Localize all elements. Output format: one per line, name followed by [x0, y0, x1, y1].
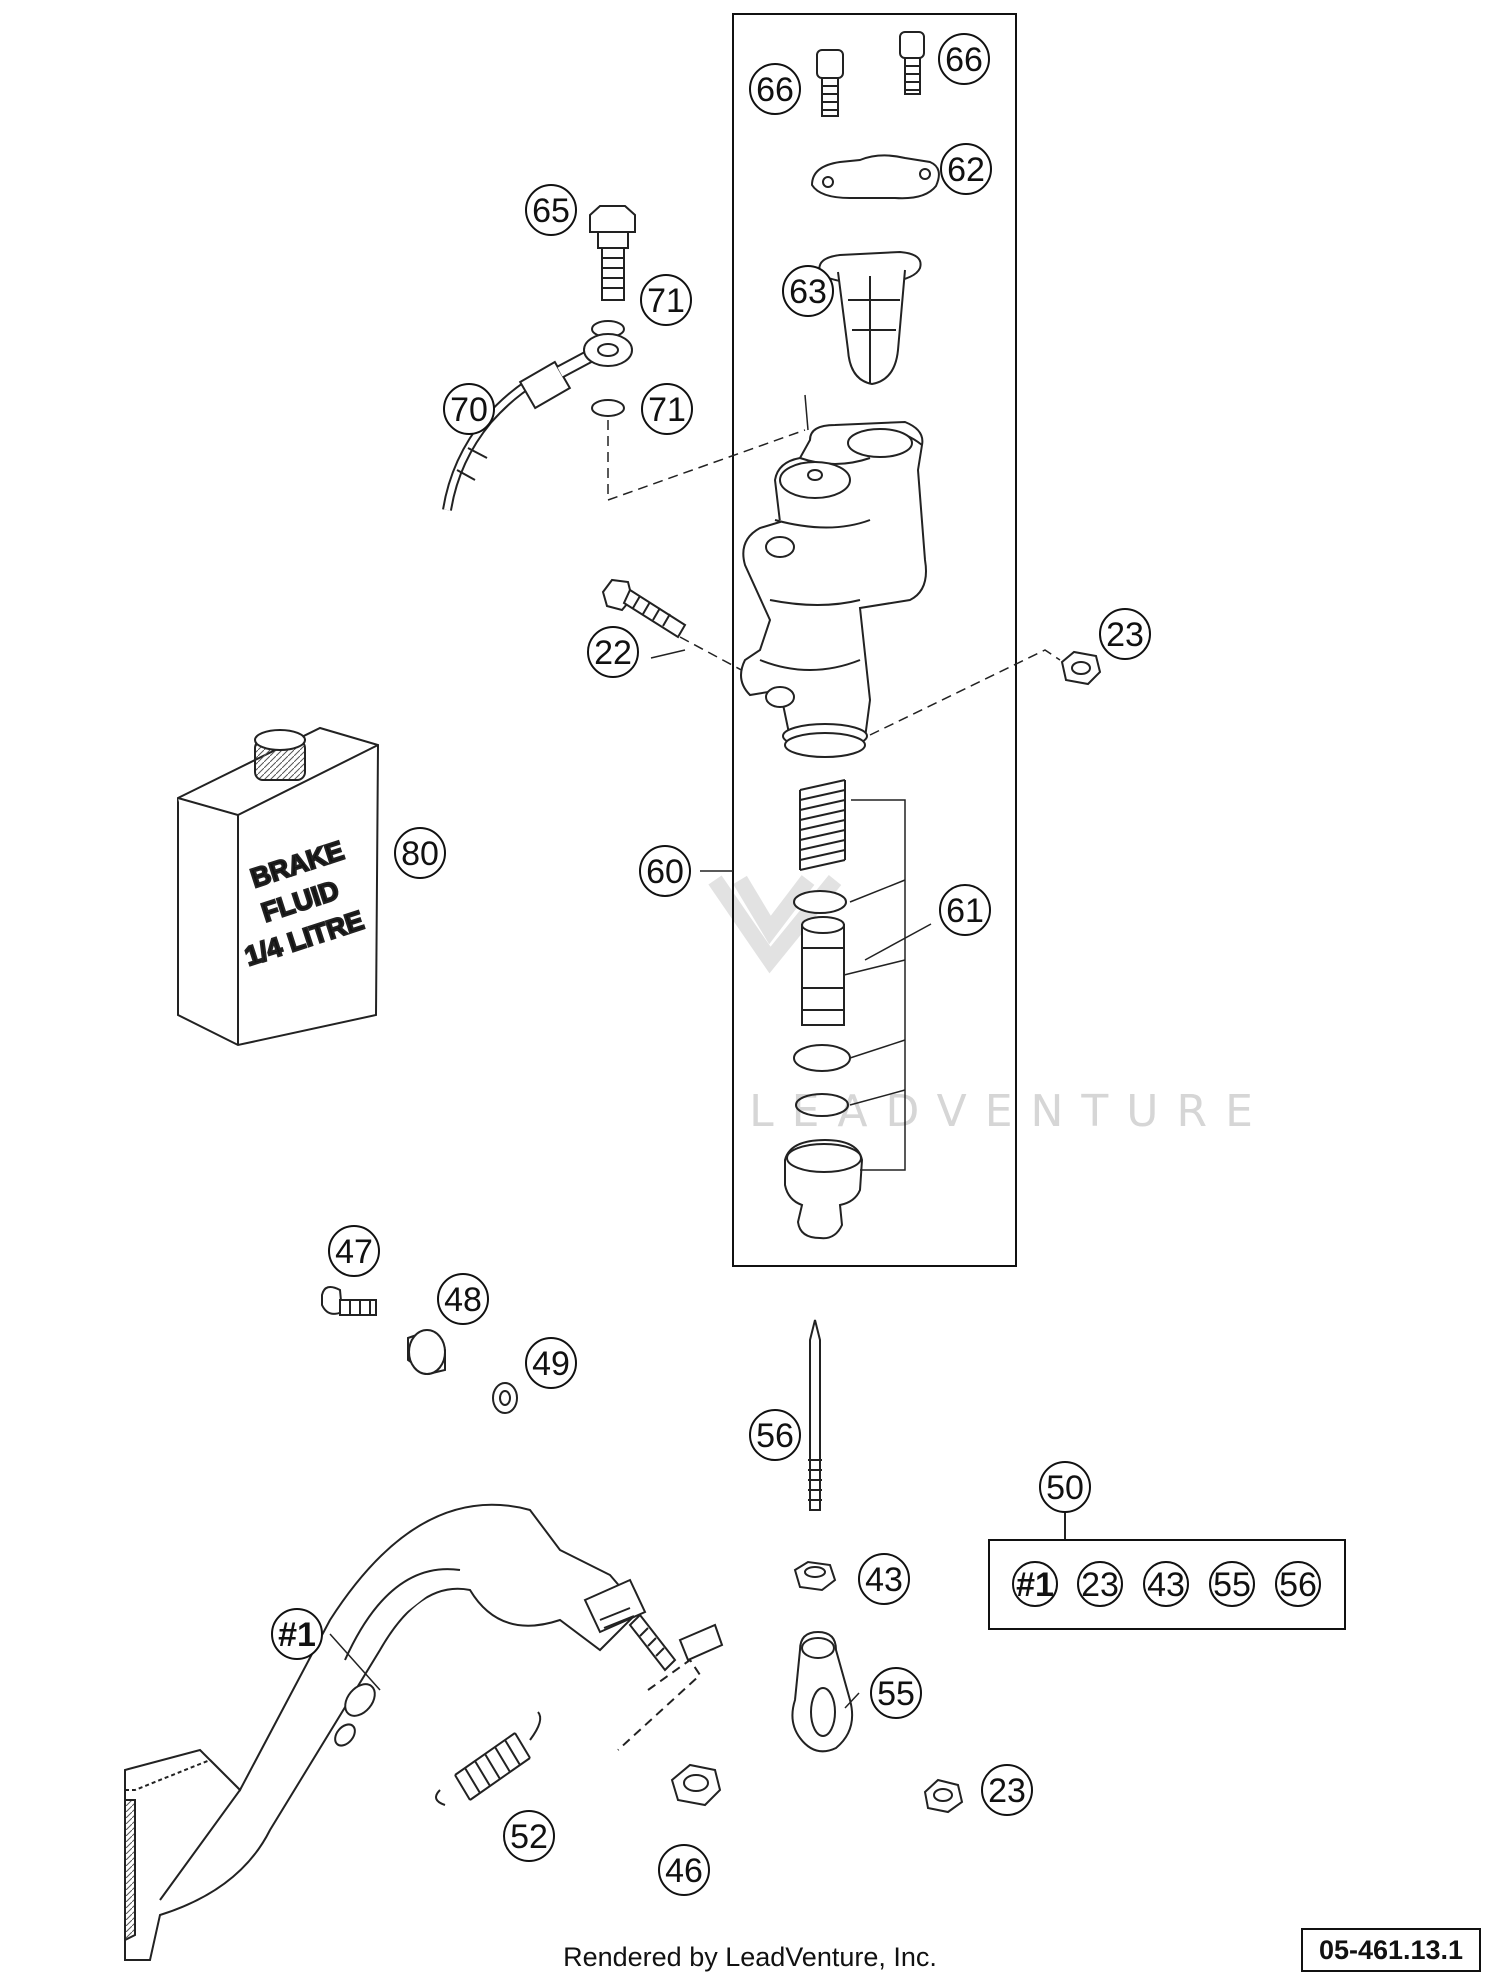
svg-text:71: 71 — [648, 391, 686, 429]
svg-text:47: 47 — [335, 1233, 373, 1271]
callout-50: 50 — [1039, 1461, 1091, 1513]
screw-part-47 — [321, 1285, 377, 1316]
cover-part-62 — [810, 154, 940, 200]
ring-part-a — [793, 890, 847, 914]
kit-item: 56 — [1275, 1561, 1321, 1607]
callout-60: 60 — [639, 845, 691, 897]
callout-70: 70 — [443, 383, 495, 435]
svg-text:61: 61 — [946, 892, 984, 930]
nut-part-46 — [617, 1658, 722, 1807]
callout-63: 63 — [782, 265, 834, 317]
callout-71a: 71 — [640, 274, 692, 326]
assembly-box — [732, 13, 1017, 1267]
svg-text:43: 43 — [1147, 1566, 1185, 1604]
callout-65: 65 — [525, 184, 577, 236]
ring-part-b — [795, 1093, 849, 1117]
svg-text:60: 60 — [646, 853, 684, 891]
svg-text:63: 63 — [789, 273, 827, 311]
svg-text:55: 55 — [877, 1675, 915, 1713]
reservoir-part-63 — [818, 250, 922, 386]
brake-pedal-part-1 — [124, 1503, 724, 1961]
callout-52: 52 — [503, 1810, 555, 1862]
kit-item: 23 — [1077, 1561, 1123, 1607]
spring-part-60 — [799, 779, 846, 871]
callout-66a: 66 — [749, 63, 801, 115]
callout-46: 46 — [658, 1844, 710, 1896]
watermark: LEADVENTURE — [708, 874, 1253, 1137]
svg-text:23: 23 — [1081, 1566, 1119, 1604]
callout-22: 22 — [587, 626, 639, 678]
svg-text:23: 23 — [988, 1772, 1026, 1810]
banjo-bolt-part-65 — [589, 205, 636, 301]
pushrod-part-56 — [808, 1319, 822, 1511]
washer-part-c — [793, 1044, 851, 1072]
svg-text:65: 65 — [532, 192, 570, 230]
callout-48: 48 — [437, 1273, 489, 1325]
screw-part-66b — [899, 31, 925, 95]
svg-text:50: 50 — [1046, 1469, 1084, 1507]
svg-text:71: 71 — [647, 282, 685, 320]
callout-62: 62 — [940, 143, 992, 195]
callout-23b: 23 — [981, 1764, 1033, 1816]
callout-61: 61 — [939, 884, 991, 936]
svg-text:66: 66 — [756, 71, 794, 109]
leader-lines — [607, 394, 1061, 736]
svg-text:56: 56 — [1279, 1566, 1317, 1604]
kit-bracket-60 — [700, 799, 906, 1171]
svg-text:56: 56 — [756, 1417, 794, 1455]
callout-23a: 23 — [1099, 608, 1151, 660]
svg-text:66: 66 — [945, 41, 983, 79]
callout-66b: 66 — [938, 33, 990, 85]
callout-47: 47 — [328, 1225, 380, 1277]
svg-text:80: 80 — [401, 835, 439, 873]
svg-text:62: 62 — [947, 151, 985, 189]
nut-part-43 — [793, 1560, 837, 1592]
callout-55: 55 — [870, 1667, 922, 1719]
master-cylinder-body — [740, 420, 927, 758]
svg-text:43: 43 — [865, 1561, 903, 1599]
kit-item: 43 — [1143, 1561, 1189, 1607]
brake-fluid-can: BRAKE FLUID 1/4 LITRE — [177, 726, 380, 1047]
render-credit: Rendered by LeadVenture, Inc. — [563, 1942, 937, 1972]
nut-part-23a — [1060, 650, 1102, 686]
svg-text:#1: #1 — [278, 1616, 316, 1654]
callout-49: 49 — [525, 1337, 577, 1389]
svg-text:55: 55 — [1213, 1566, 1251, 1604]
screw-part-66a — [816, 49, 844, 117]
spacer-part-48 — [407, 1329, 446, 1376]
boot-part — [784, 1138, 864, 1240]
svg-text:23: 23 — [1106, 616, 1144, 654]
brake-line-part-70 — [442, 333, 633, 511]
nut-part-23b — [923, 1778, 964, 1814]
svg-text:52: 52 — [510, 1818, 548, 1856]
washer-part-71b — [591, 399, 625, 417]
piston-part-61 — [801, 916, 845, 1026]
svg-text:22: 22 — [594, 634, 632, 672]
kit-item: #1 — [1012, 1561, 1058, 1607]
spring-part-52 — [435, 1711, 542, 1806]
callout-43: 43 — [858, 1553, 910, 1605]
callout-56: 56 — [749, 1409, 801, 1461]
svg-text:49: 49 — [532, 1345, 570, 1383]
bolt-part-22 — [601, 578, 687, 639]
callout-71b: 71 — [641, 383, 693, 435]
svg-text:70: 70 — [450, 391, 488, 429]
callout-80: 80 — [394, 827, 446, 879]
callout-1: #1 — [271, 1608, 323, 1660]
svg-text:#1: #1 — [1016, 1566, 1054, 1604]
diagram-reference-number: 05-461.13.1 — [1301, 1928, 1481, 1972]
washer-part-49 — [492, 1382, 518, 1414]
clevis-part-55 — [791, 1630, 854, 1753]
svg-text:46: 46 — [665, 1852, 703, 1890]
kit-item: 55 — [1209, 1561, 1255, 1607]
svg-text:48: 48 — [444, 1281, 482, 1319]
